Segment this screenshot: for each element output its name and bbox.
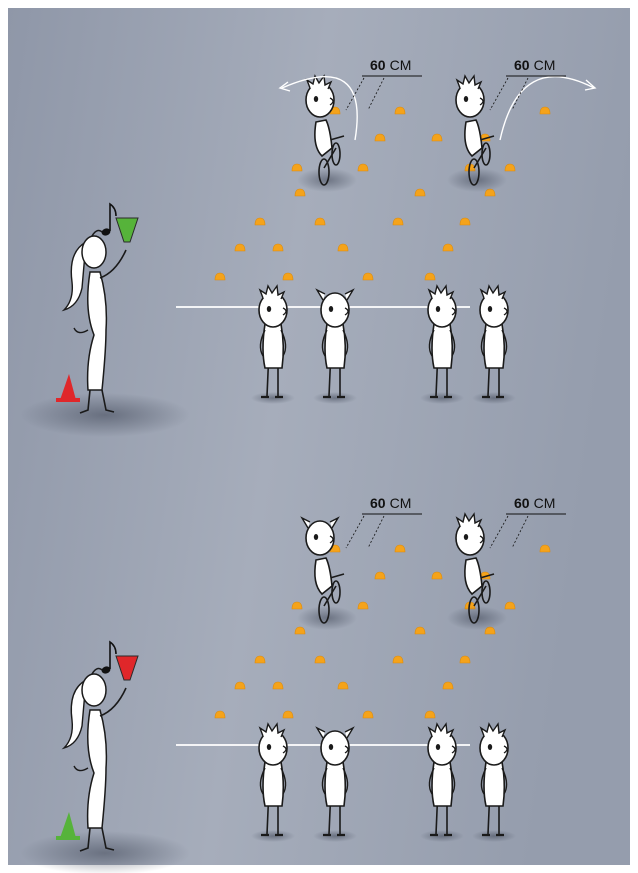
cone-base	[56, 836, 80, 840]
ground-shadow	[20, 393, 190, 437]
distance-unit: CM	[534, 57, 556, 73]
marker-dot-icon	[283, 273, 293, 280]
cone-base	[56, 398, 80, 402]
body	[484, 762, 504, 806]
ground-shadow	[447, 168, 507, 192]
marker-dot-icon	[363, 711, 373, 718]
distance-unit: CM	[534, 495, 556, 511]
ground-shadow	[20, 831, 190, 873]
marker-dot-icon	[393, 218, 403, 225]
marker-dot-icon	[395, 545, 405, 552]
head	[82, 236, 106, 268]
body	[263, 762, 283, 806]
distance-value: 60	[370, 57, 386, 73]
body	[325, 762, 345, 806]
marker-dot-icon	[358, 164, 368, 171]
marker-dot-icon	[432, 134, 442, 141]
ground-shadow	[251, 830, 295, 842]
marker-dot-icon	[338, 244, 348, 251]
marker-dot-icon	[393, 656, 403, 663]
marker-dot-icon	[292, 164, 302, 171]
marker-dot-icon	[443, 682, 453, 689]
marker-dot-icon	[295, 627, 305, 634]
marker-dot-icon	[425, 273, 435, 280]
marker-dot-icon	[235, 682, 245, 689]
marker-dot-icon	[415, 189, 425, 196]
marker-dot-icon	[505, 164, 515, 171]
marker-dot-icon	[460, 218, 470, 225]
child-head	[259, 286, 287, 327]
marker-dot-icon	[273, 682, 283, 689]
marker-dot-icon	[215, 711, 225, 718]
child-head	[456, 514, 484, 555]
marker-dot-icon	[273, 244, 283, 251]
marker-dot-icon	[255, 218, 265, 225]
ground-shadow	[297, 168, 357, 192]
distance-value: 60	[370, 495, 386, 511]
ground-shadow	[472, 392, 516, 404]
marker-dot-icon	[425, 711, 435, 718]
ground-shadow	[472, 830, 516, 842]
marker-dot-icon	[540, 545, 550, 552]
marker-dot-icon	[432, 572, 442, 579]
ground-shadow	[297, 606, 357, 630]
child-head	[306, 76, 334, 117]
marker-dot-icon	[358, 602, 368, 609]
marker-dot-icon	[363, 273, 373, 280]
body	[432, 324, 452, 368]
body	[432, 762, 452, 806]
marker-dot-icon	[505, 602, 515, 609]
marker-dot-icon	[255, 656, 265, 663]
marker-dot-icon	[338, 682, 348, 689]
marker-dot-icon	[375, 134, 385, 141]
ground-shadow	[447, 606, 507, 630]
marker-dot-icon	[443, 244, 453, 251]
marker-dot-icon	[415, 627, 425, 634]
child-head	[428, 724, 456, 765]
distance-value: 60	[514, 495, 530, 511]
body	[325, 324, 345, 368]
body	[484, 324, 504, 368]
head	[82, 674, 106, 706]
marker-dot-icon	[540, 107, 550, 114]
child-head	[456, 76, 484, 117]
marker-dot-icon	[283, 711, 293, 718]
body	[263, 324, 283, 368]
child-head	[480, 286, 508, 327]
marker-dot-icon	[235, 244, 245, 251]
marker-dot-icon	[375, 572, 385, 579]
child-head	[259, 724, 287, 765]
distance-unit: CM	[390, 57, 412, 73]
distance-unit: CM	[390, 495, 412, 511]
ground-shadow	[251, 392, 295, 404]
marker-dot-icon	[315, 656, 325, 663]
child-head	[480, 724, 508, 765]
marker-dot-icon	[315, 218, 325, 225]
marker-dot-icon	[395, 107, 405, 114]
ground-shadow	[313, 392, 357, 404]
child-head	[428, 286, 456, 327]
ground-shadow	[420, 830, 464, 842]
distance-value: 60	[514, 57, 530, 73]
marker-dot-icon	[292, 602, 302, 609]
marker-dot-icon	[215, 273, 225, 280]
marker-dot-icon	[295, 189, 305, 196]
ground-shadow	[313, 830, 357, 842]
ground-shadow	[420, 392, 464, 404]
marker-dot-icon	[460, 656, 470, 663]
